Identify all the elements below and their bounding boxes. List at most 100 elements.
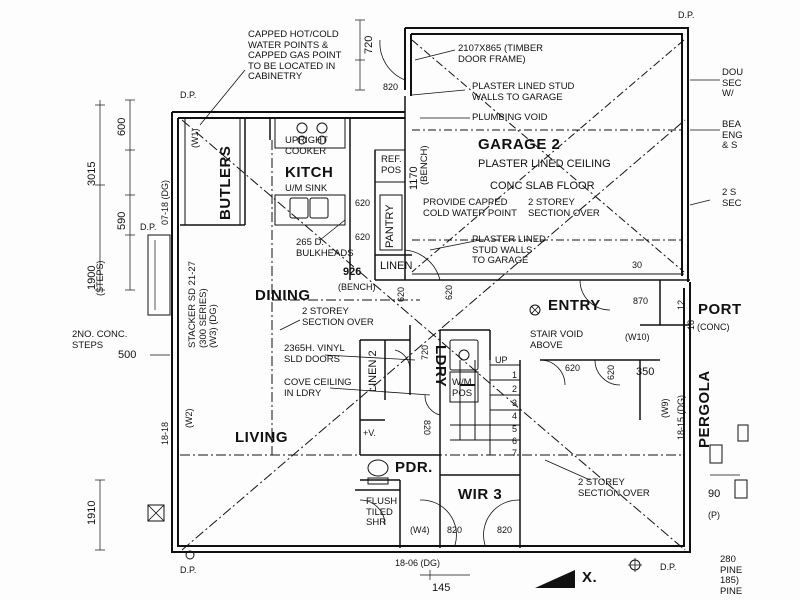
note-wm-pos: W/M POS [452, 377, 473, 399]
dim-620-f: 620 [444, 284, 454, 300]
window-w4: (W4) [410, 525, 430, 535]
window-w10: (W10) [625, 332, 650, 342]
window-w1: (W1) [190, 128, 200, 149]
note-flush-shr: FLUSH TILED SHR [366, 496, 398, 528]
note-two-storey-garage: 2 STOREY SECTION OVER [528, 197, 600, 219]
note-plumbing-void: PLUMBING VOID [472, 112, 548, 123]
laundry-fixtures [449, 339, 479, 403]
note-up: UP [495, 355, 508, 365]
door-swings [359, 39, 621, 546]
note-dou-sec: DOU SEC W/ [722, 67, 744, 99]
note-pine: 280 PINE 185) PINE [720, 554, 743, 597]
dp-left: D.P. [140, 222, 157, 232]
dim-1910: 1910 [86, 500, 98, 525]
dim-600: 600 [116, 117, 128, 136]
north-arrow [535, 570, 575, 588]
dim-720-mid: 720 [420, 344, 430, 360]
dim-620-c: 620 [396, 286, 406, 302]
stair-step-2: 2 [512, 384, 518, 394]
dim-12: 12 [676, 299, 686, 310]
dim-1900: 1900 [86, 265, 98, 290]
room-pergola: PERGOLA [696, 370, 713, 448]
note-two-s: 2 S SEC [722, 187, 742, 209]
stairs [450, 360, 520, 455]
note-two-storey-dining: 2 STOREY SECTION OVER [302, 306, 374, 328]
room-wir: WIR 3 [458, 486, 503, 503]
outer-walls [171, 27, 691, 553]
window-w2: (W2) [184, 408, 194, 429]
leader-lines [199, 49, 720, 481]
room-living: LIVING [235, 429, 289, 446]
dim-18: 18 [686, 319, 696, 330]
dp-bottom-left: D.P. [180, 565, 197, 575]
note-ref-pos: REF. POS [381, 154, 402, 176]
garage-ceiling-note: PLASTER LINED CEILING [478, 158, 611, 170]
dim-3015: 3015 [86, 161, 98, 186]
dim-820-b1: 820 [447, 525, 463, 535]
note-upright-cooker: UPRIGHT COOKER [285, 135, 328, 157]
garage-dashed [411, 39, 685, 273]
note-stair-void: STAIR VOID ABOVE [530, 329, 584, 351]
room-linen: LINEN [380, 260, 413, 272]
dimension-lines [95, 19, 740, 580]
note-vinyl-doors: 2365H. VINYL SLD DOORS [284, 343, 345, 365]
dim-620-d: 620 [565, 363, 581, 373]
dim-350: 350 [636, 366, 655, 378]
dim-500: 500 [118, 349, 137, 361]
note-conc-steps: 2NO. CONC. STEPS [72, 329, 128, 351]
outside-steps [147, 234, 171, 316]
stair-step-3: 3 [512, 398, 518, 408]
room-dining: DINING [255, 287, 311, 304]
room-entry: ENTRY [548, 297, 601, 314]
dp-top-right: D.P. [678, 10, 695, 20]
room-garage: GARAGE 2 [478, 136, 561, 153]
stair-step-6: 6 [512, 436, 518, 446]
dim-870: 870 [633, 296, 649, 306]
meter-box [147, 504, 165, 522]
garage-wall [404, 96, 690, 281]
note-p: (P) [708, 510, 720, 520]
note-cold-water: PROVIDE CAPPED COLD WATER POINT [423, 197, 517, 219]
room-pdr: PDR. [395, 459, 433, 476]
section-dashed [180, 119, 686, 551]
stair-step-1: 1 [512, 370, 518, 380]
dim-18-18: 18-18 [160, 421, 170, 445]
garage-floor-note: CONC SLAB FLOOR [490, 180, 595, 192]
stair-step-4: 4 [512, 411, 518, 421]
note-door-frame: 2107X865 (TIMBER DOOR FRAME) [458, 43, 544, 65]
note-stacker: STACKER SD 21-27 (300 SERIES) (W3) (DG) [187, 261, 219, 348]
dim-590: 590 [116, 211, 128, 230]
room-pantry: PANTRY [384, 204, 396, 248]
room-ldry: LDRY [432, 345, 449, 388]
dim-620-b: 620 [355, 232, 371, 242]
note-plaster-walls-mid: PLASTER LINED STUD WALLS TO GARAGE [472, 234, 546, 266]
north-label: X. [582, 569, 598, 586]
dim-820-top: 820 [383, 82, 399, 92]
note-vi: +V. [363, 428, 376, 438]
window-w9: (W9) [660, 398, 670, 419]
dp-bottom-right: D.P. [660, 562, 677, 572]
note-cove-ceiling: COVE CEILING IN LDRY [284, 377, 352, 399]
room-linen2: LINEN 2 [367, 350, 379, 392]
note-plaster-walls-top: PLASTER LINED STUD WALLS TO GARAGE [472, 81, 575, 103]
room-kitchen: KITCH [285, 164, 334, 181]
dim-620-e: 620 [606, 364, 616, 380]
dim-07-18: 07-18 (DG) [160, 179, 170, 225]
dim-90: 90 [708, 488, 721, 500]
toilet [367, 459, 389, 485]
dim-926: 926 [343, 266, 362, 278]
dim-820-b2: 820 [497, 525, 513, 535]
dp-top-left: D.P. [180, 90, 197, 100]
dim-820-ldry: 820 [422, 420, 432, 436]
note-bench: (BENCH) [419, 145, 430, 185]
dim-926-bench: (BENCH) [338, 282, 376, 292]
dim-1170: 1170 [408, 166, 420, 190]
room-butlers: BUTLERS [217, 145, 234, 220]
note-capped-points: CAPPED HOT/COLD WATER POINTS & CAPPED GA… [248, 29, 342, 82]
dim-18-06: 18-06 (DG) [395, 558, 441, 568]
stair-step-7: 7 [512, 448, 518, 458]
stair-step-5: 5 [512, 424, 518, 434]
dim-145: 145 [432, 582, 451, 594]
